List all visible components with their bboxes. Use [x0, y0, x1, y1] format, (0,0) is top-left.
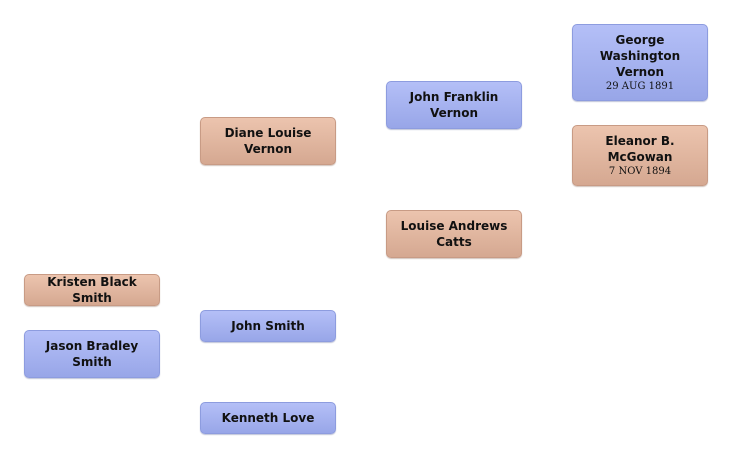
person-card-george-washington-vernon[interactable]: George Washington Vernon 29 AUG 1891: [572, 24, 708, 101]
person-name: John Smith: [231, 319, 305, 333]
person-card-louise-andrews-catts[interactable]: Louise Andrews Catts: [386, 210, 522, 258]
person-name: Diane Louise Vernon: [224, 126, 312, 156]
person-date: 7 NOV 1894: [608, 166, 672, 177]
person-card-john-smith[interactable]: John Smith: [200, 310, 336, 342]
person-card-kenneth-love[interactable]: Kenneth Love: [200, 402, 336, 434]
person-date: 29 AUG 1891: [605, 81, 675, 92]
person-card-diane-louise-vernon[interactable]: Diane Louise Vernon: [200, 117, 336, 165]
person-name: Kenneth Love: [221, 411, 315, 425]
person-name: John Franklin Vernon: [409, 90, 499, 120]
person-name: George Washington Vernon: [599, 33, 681, 79]
person-card-eleanor-b-mcgowan[interactable]: Eleanor B. McGowan 7 NOV 1894: [572, 125, 708, 186]
person-name: Kristen Black Smith: [47, 275, 137, 305]
person-card-kristen-black-smith[interactable]: Kristen Black Smith: [24, 274, 160, 306]
person-card-jason-bradley-smith[interactable]: Jason Bradley Smith: [24, 330, 160, 378]
person-name: Jason Bradley Smith: [45, 339, 139, 369]
person-name: Eleanor B. McGowan: [605, 134, 675, 164]
person-card-john-franklin-vernon[interactable]: John Franklin Vernon: [386, 81, 522, 129]
person-name: Louise Andrews Catts: [400, 219, 508, 249]
